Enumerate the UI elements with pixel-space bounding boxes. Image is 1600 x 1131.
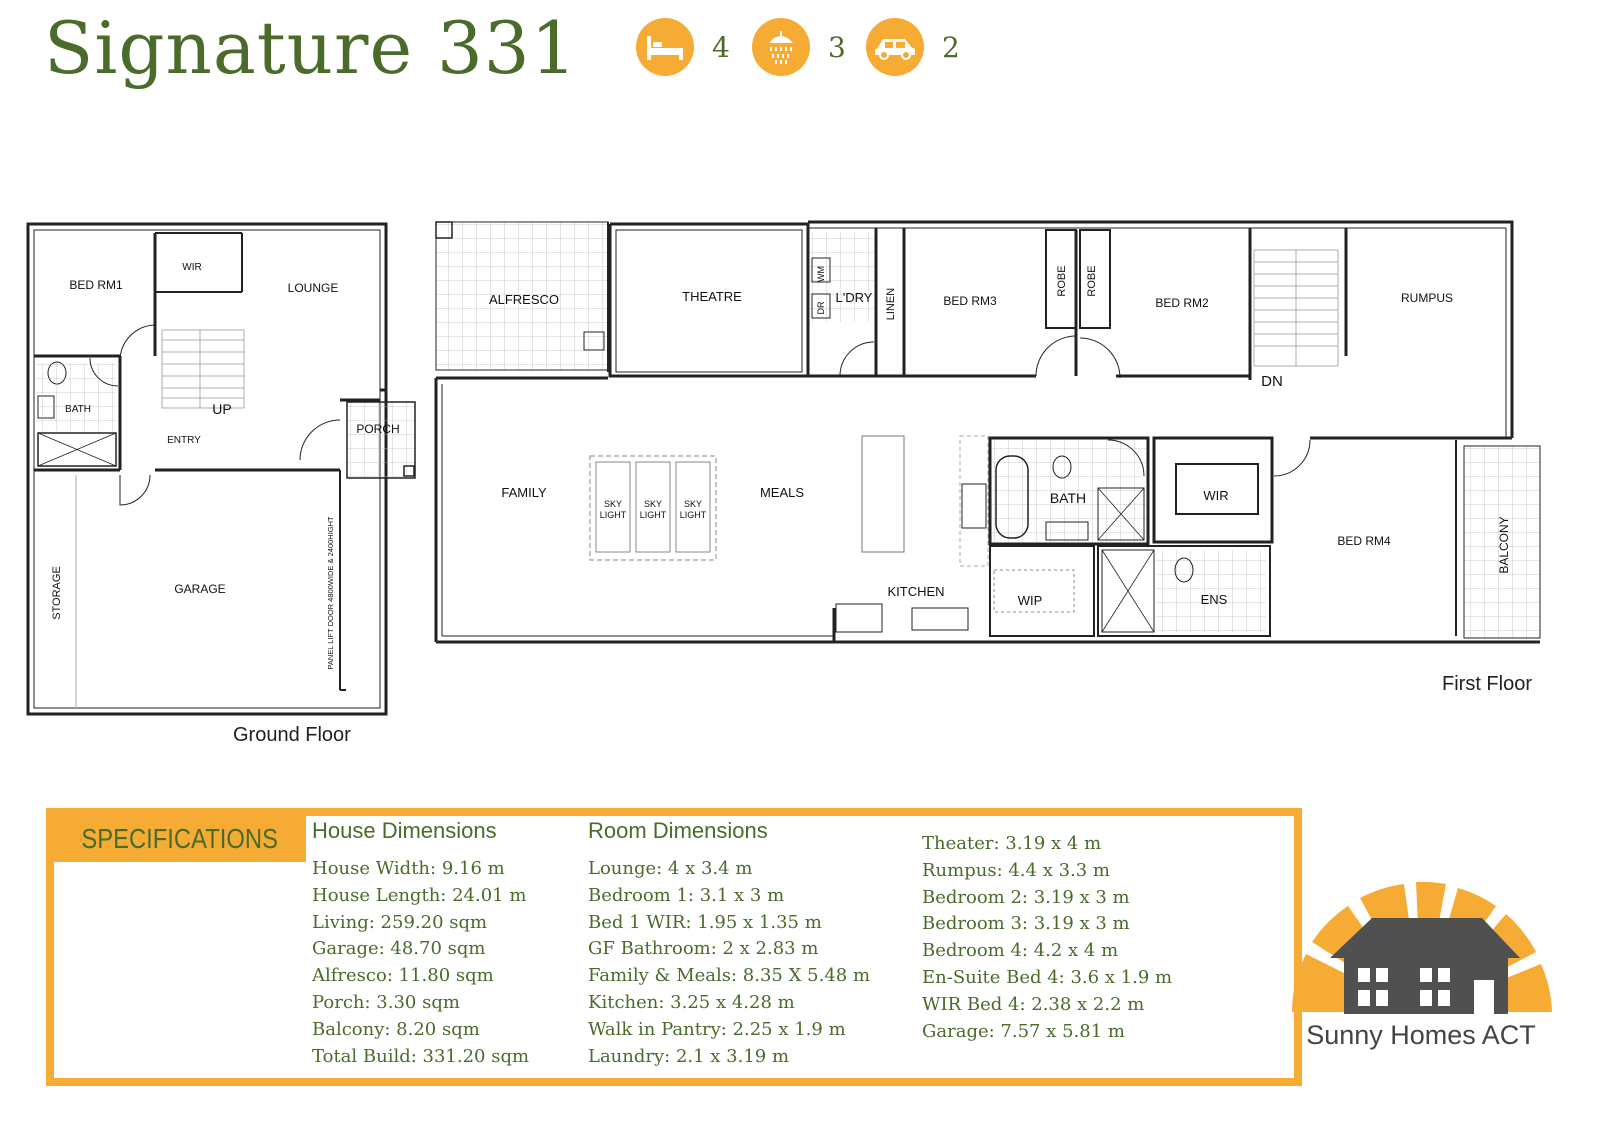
spec-row: Bed 1 WIR: 1.95 x 1.35 m [588,911,822,933]
spec-row: Lounge: 4 x 3.4 m [588,858,753,879]
room-linen: LINEN [885,288,897,320]
room-theatre: THEATRE [682,289,742,304]
specifications-heading: SPECIFICATIONS [54,816,306,862]
room-wir-first: WIR [1203,488,1228,503]
room-dimensions-continued: Theater: 3.19 x 4 m Rumpus: 4.4 x 3.3 m … [922,831,1172,1045]
specifications-panel: SPECIFICATIONS [46,808,1302,1086]
spec-row: House Length: 24.01 m [312,884,527,906]
bathrooms-count: 3 [828,30,846,64]
room-garage: GARAGE [174,582,225,596]
spec-row: WIR Bed 4: 2.38 x 2.2 m [922,993,1145,1015]
bedrooms-feature: 4 [636,18,730,76]
spec-row: Theater: 3.19 x 4 m [922,833,1102,854]
garage-door-note: PANEL LIFT DOOR 4800WIDE & 2400HIGHT [326,516,335,670]
spec-row: Bedroom 1: 3.1 x 3 m [588,884,785,906]
spec-row: En-Suite Bed 4: 3.6 x 1.9 m [922,966,1173,988]
bedrooms-count: 4 [712,30,730,64]
spec-row: House Width: 9.16 m [312,858,505,879]
label-dr: DR [816,301,826,314]
room-dimensions-heading: Room Dimensions [588,818,768,843]
first-floor-plan [434,220,1541,644]
spec-row: Porch: 3.30 sqm [312,991,460,1013]
room-bath-first: BATH [1050,490,1086,506]
skylight-3-bottom: LIGHT [680,510,707,520]
sunny-homes-logo [1292,881,1552,1052]
room-family: FAMILY [501,485,547,500]
garage-feature: 2 [866,18,960,76]
stairs-down: DN [1261,373,1283,390]
room-balcony: BALCONY [1497,516,1511,573]
logo-text: Sunny Homes ACT [1306,1020,1536,1050]
house-dimensions-heading: House Dimensions [312,818,497,843]
room-meals: MEALS [760,485,804,500]
room-bed1: BED RM1 [69,278,123,292]
first-floor-label: First Floor [1442,673,1532,695]
skylight-2-bottom: LIGHT [640,510,667,520]
skylight-1-bottom: LIGHT [600,510,627,520]
spec-row: Garage: 7.57 x 5.81 m [922,1020,1125,1042]
spec-row: Family & Meals: 8.35 X 5.48 m [588,965,871,987]
spec-row: Kitchen: 3.25 x 4.28 m [588,991,795,1013]
spec-row: Bedroom 3: 3.19 x 3 m [922,913,1130,935]
room-storage: STORAGE [51,566,63,620]
page-title: Signature 331 [44,6,578,90]
skylight-1-top: SKY [604,499,622,509]
ground-floor-labels: BED RM1 WIR LOUNGE BATH ENTRY UP PORCH G… [51,262,400,670]
house-dimensions: House Dimensions House Width: 9.16 m Hou… [312,818,529,1070]
bathrooms-feature: 3 [752,18,846,76]
spec-row: Alfresco: 11.80 sqm [312,965,494,987]
label-wm: WM [816,266,826,282]
robe-bed2: ROBE [1086,265,1098,296]
first-floor-labels: ALFRESCO THEATRE WM DR L'DRY LINEN BED R… [489,265,1511,608]
spec-row: Living: 259.20 sqm [312,911,488,933]
spec-row: Laundry: 2.1 x 3.19 m [588,1045,790,1067]
room-kitchen: KITCHEN [887,584,944,599]
robe-bed3: ROBE [1056,265,1068,296]
room-wir: WIR [182,262,201,273]
garage-count: 2 [942,30,960,64]
spec-row: Garage: 48.70 sqm [312,938,486,960]
room-rumpus: RUMPUS [1401,291,1453,305]
ground-floor-plan [26,222,416,716]
skylight-3-top: SKY [684,499,702,509]
room-alfresco: ALFRESCO [489,292,559,307]
spec-row: Bedroom 4: 4.2 x 4 m [922,940,1119,962]
room-bed2: BED RM2 [1155,296,1209,310]
room-porch: PORCH [356,422,399,436]
room-entry: ENTRY [167,435,201,446]
bed-icon [636,18,694,76]
room-bed4: BED RM4 [1337,534,1391,548]
room-bed3: BED RM3 [943,294,997,308]
floor-plans: BED RM1 WIR LOUNGE BATH ENTRY UP PORCH G… [26,220,1541,716]
room-wip: WIP [1018,593,1043,608]
room-ens: ENS [1201,592,1228,607]
spec-row: Walk in Pantry: 2.25 x 1.9 m [588,1018,846,1040]
stairs-up: UP [212,401,231,417]
spec-row: GF Bathroom: 2 x 2.83 m [588,938,819,960]
shower-icon [752,18,810,76]
spec-row: Balcony: 8.20 sqm [312,1018,480,1040]
car-icon [866,18,924,76]
spec-row: Rumpus: 4.4 x 3.3 m [922,859,1110,881]
ground-floor-label: Ground Floor [233,724,351,746]
room-bath: BATH [65,404,91,415]
skylight-2-top: SKY [644,499,662,509]
room-dimensions: Room Dimensions Lounge: 4 x 3.4 m Bedroo… [588,818,870,1070]
spec-row: Bedroom 2: 3.19 x 3 m [922,886,1130,908]
spec-row: Total Build: 331.20 sqm [312,1045,530,1067]
room-lounge: LOUNGE [288,281,339,295]
room-laundry: L'DRY [836,290,873,305]
